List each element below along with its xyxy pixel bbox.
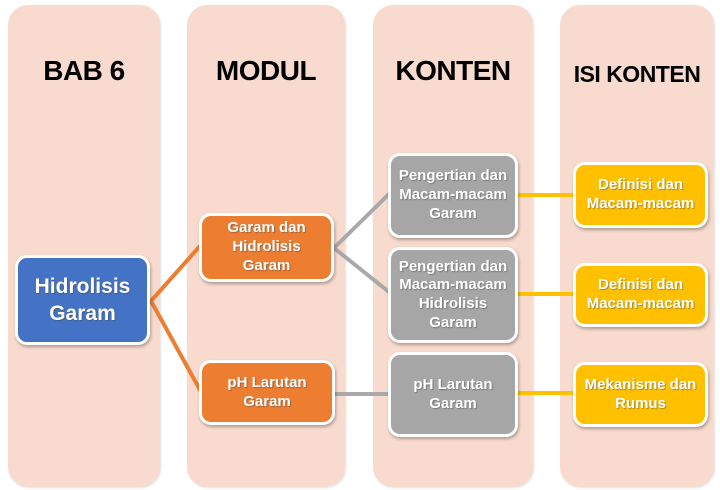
node-label-mekanisme-dan-rumus: Mekanisme dan Rumus [584,375,697,412]
node-pengertian-macam-garam: Pengertian dan Macam-macam Garam [388,153,518,238]
node-label-hidrolisis-garam: Hidrolisis Garam [34,274,131,325]
connector-root-to-modul-ph [149,299,202,392]
column-header-isi-konten: ISI KONTEN [573,61,701,87]
node-definisi-macam-hidrolisis: Definisi dan Macam-macam [573,263,708,327]
node-hidrolisis-garam: Hidrolisis Garam [15,255,150,345]
connector-modul-garam-to-konten-macam-hidrolisis [332,246,391,294]
node-label-garam-dan-hidrolisis-garam: Garam dan Hidrolisis Garam [227,219,306,274]
node-ph-larutan-garam-modul: pH Larutan Garam [199,360,335,425]
connector-modul-garam-to-konten-macam-garam [332,192,391,250]
node-mekanisme-dan-rumus: Mekanisme dan Rumus [573,362,708,427]
column-header-modul: MODUL [215,55,317,86]
node-label-pengertian-macam-garam: Pengertian dan Macam-macam Garam [398,167,508,222]
node-pengertian-macam-hidrolisis-garam: Pengertian dan Macam-macam Hidrolisis Ga… [388,247,518,343]
column-bab6: BAB 6 [8,5,160,487]
node-label-pengertian-macam-hidrolisis-garam: Pengertian dan Macam-macam Hidrolisis Ga… [398,257,508,331]
node-label-definisi-macam-hidrolisis: Definisi dan Macam-macam [586,276,695,312]
node-label-ph-larutan-garam-modul: pH Larutan Garam [227,373,307,410]
connector-root-to-modul-garam [149,244,202,303]
node-label-ph-larutan-garam-konten: pH Larutan Garam [413,375,493,412]
node-definisi-macam-garam: Definisi dan Macam-macam [573,162,708,228]
column-header-bab6: BAB 6 [43,55,125,86]
node-ph-larutan-garam-konten: pH Larutan Garam [388,352,518,437]
node-label-definisi-macam-garam: Definisi dan Macam-macam [586,176,695,212]
node-garam-dan-hidrolisis-garam: Garam dan Hidrolisis Garam [199,213,334,282]
column-header-konten: KONTEN [395,55,511,86]
